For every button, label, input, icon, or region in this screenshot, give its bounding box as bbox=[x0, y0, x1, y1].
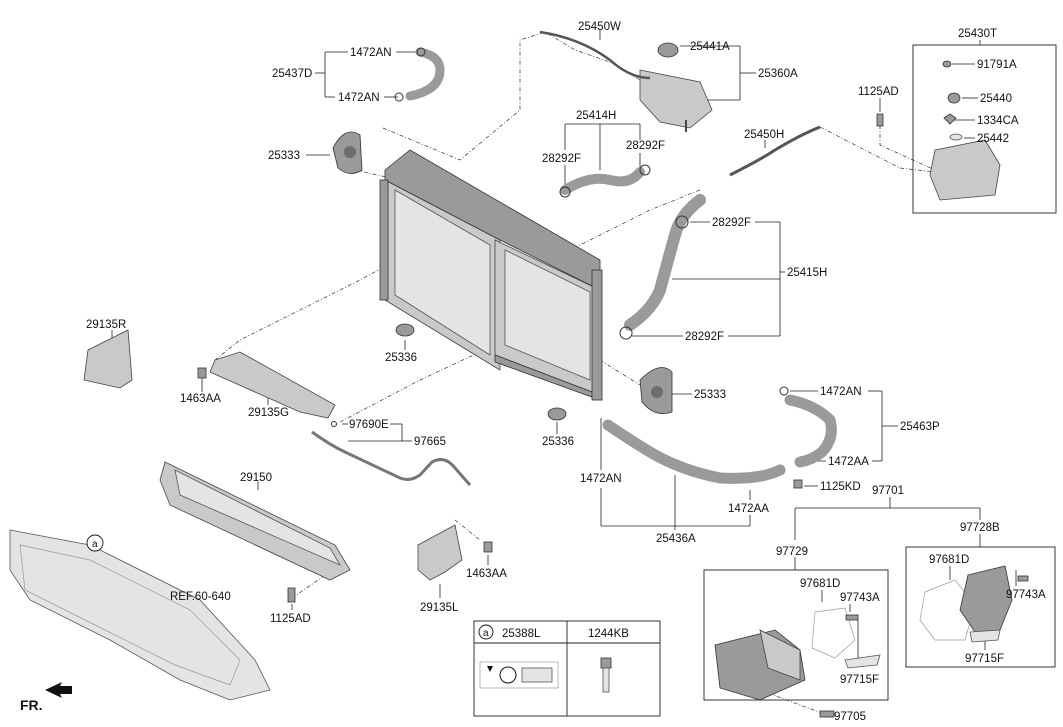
label-25333-b: 25333 bbox=[694, 389, 726, 401]
hose-25436A bbox=[602, 419, 786, 484]
label-25436A: 25436A bbox=[656, 533, 696, 545]
label-97743A-b: 97743A bbox=[1006, 589, 1046, 601]
clamp-1472AN-right bbox=[779, 386, 789, 396]
label-97705: 97705 bbox=[834, 711, 866, 723]
label-ref-60-640: REF.60-640 bbox=[170, 591, 231, 603]
bolt-1125AD-bottom bbox=[287, 587, 296, 603]
label-25440: 25440 bbox=[980, 93, 1012, 105]
label-1334CA: 1334CA bbox=[977, 115, 1019, 127]
legend-circle-letter: a bbox=[483, 628, 489, 639]
bolt-1125KD bbox=[793, 479, 803, 489]
label-28292F-a: 28292F bbox=[542, 153, 581, 165]
label-1472AN-d: 1472AN bbox=[580, 473, 622, 485]
label-25442: 25442 bbox=[977, 133, 1009, 145]
label-25360A: 25360A bbox=[758, 68, 798, 80]
label-25450H: 25450H bbox=[744, 129, 784, 141]
label-28292F-d: 28292F bbox=[685, 331, 724, 343]
label-97690E: 97690E bbox=[349, 419, 389, 431]
hose-25450H bbox=[729, 125, 821, 177]
label-1472AN-b: 1472AN bbox=[338, 92, 380, 104]
label-25463P: 25463P bbox=[900, 421, 940, 433]
part-labels: 25450W 25441A 25360A 1472AN 25437D 1472A… bbox=[20, 21, 1046, 723]
guard-panel-29150 bbox=[159, 461, 351, 581]
label-97728B: 97728B bbox=[960, 522, 1000, 534]
label-25437D: 25437D bbox=[272, 68, 312, 80]
crossmember-ref bbox=[9, 529, 271, 701]
bolt-97705 bbox=[819, 710, 835, 718]
label-97743A-a: 97743A bbox=[840, 592, 880, 604]
compressor-box bbox=[703, 569, 889, 701]
label-97681D-a: 97681D bbox=[800, 578, 840, 590]
label-28292F-b: 28292F bbox=[626, 140, 665, 152]
fan-motor-mount-bottom bbox=[639, 367, 673, 415]
label-25415H: 25415H bbox=[787, 267, 827, 279]
label-25414H: 25414H bbox=[576, 110, 616, 122]
hose-25450W bbox=[539, 30, 651, 80]
bracket-29135L bbox=[417, 524, 463, 581]
label-28292F-c: 28292F bbox=[712, 217, 751, 229]
legend-table bbox=[473, 620, 661, 717]
label-1472AA-b: 1472AA bbox=[728, 503, 769, 515]
label-1472AN-c: 1472AN bbox=[820, 386, 862, 398]
label-97681D-b: 97681D bbox=[929, 554, 969, 566]
label-25430T: 25430T bbox=[958, 28, 997, 40]
label-97665: 97665 bbox=[414, 436, 446, 448]
label-25441A: 25441A bbox=[690, 41, 730, 53]
label-front: FR. bbox=[20, 697, 43, 713]
label-25336-a: 25336 bbox=[385, 352, 417, 364]
label-25336-b: 25336 bbox=[542, 436, 574, 448]
clip-1463AA-left bbox=[197, 367, 207, 379]
label-1463AA-a: 1463AA bbox=[180, 393, 221, 405]
label-97715F-b: 97715F bbox=[965, 653, 1004, 665]
radiator-assembly bbox=[379, 149, 603, 401]
label-1472AN-a: 1472AN bbox=[350, 47, 392, 59]
label-29135R: 29135R bbox=[86, 319, 126, 331]
label-91791A: 91791A bbox=[977, 59, 1017, 71]
label-1125AD-a: 1125AD bbox=[858, 86, 899, 98]
label-97729: 97729 bbox=[776, 546, 808, 558]
ref-circle-a bbox=[86, 534, 104, 552]
reservoir-tank bbox=[639, 42, 713, 132]
hose-25463P bbox=[784, 394, 837, 468]
label-1125AD-b: 1125AD bbox=[270, 613, 311, 625]
label-25333-a: 25333 bbox=[268, 150, 300, 162]
compressor-part-box bbox=[905, 546, 1056, 668]
grommet-25336-top bbox=[395, 323, 415, 337]
hose-25414H bbox=[559, 164, 651, 198]
label-97701: 97701 bbox=[872, 485, 904, 497]
clip-1463AA-right bbox=[483, 541, 493, 553]
hose-25415H bbox=[619, 194, 706, 340]
pipe-97665 bbox=[311, 421, 472, 486]
label-1472AA-a: 1472AA bbox=[828, 456, 869, 468]
hose-25437D bbox=[394, 47, 445, 102]
air-guard-29135G bbox=[209, 351, 336, 419]
legend-col1: 25388L bbox=[502, 628, 541, 640]
grommet-25336-bottom bbox=[547, 407, 567, 421]
label-1463AA-b: 1463AA bbox=[466, 568, 507, 580]
label-29135L: 29135L bbox=[420, 602, 459, 614]
label-29150: 29150 bbox=[240, 472, 272, 484]
leader-lines bbox=[94, 30, 1017, 717]
front-arrow bbox=[45, 682, 72, 698]
label-1125KD: 1125KD bbox=[820, 481, 861, 493]
bolt-1125AD-top bbox=[876, 113, 884, 127]
fan-motor-mount-top bbox=[332, 131, 363, 174]
label-circle-a: a bbox=[92, 539, 98, 550]
legend-col2: 1244KB bbox=[588, 628, 629, 640]
label-25450W: 25450W bbox=[578, 21, 621, 33]
reservoir-kit-box bbox=[912, 44, 1057, 214]
bracket-29135R bbox=[83, 329, 133, 389]
label-29135G: 29135G bbox=[248, 407, 289, 419]
label-97715F-a: 97715F bbox=[840, 674, 879, 686]
